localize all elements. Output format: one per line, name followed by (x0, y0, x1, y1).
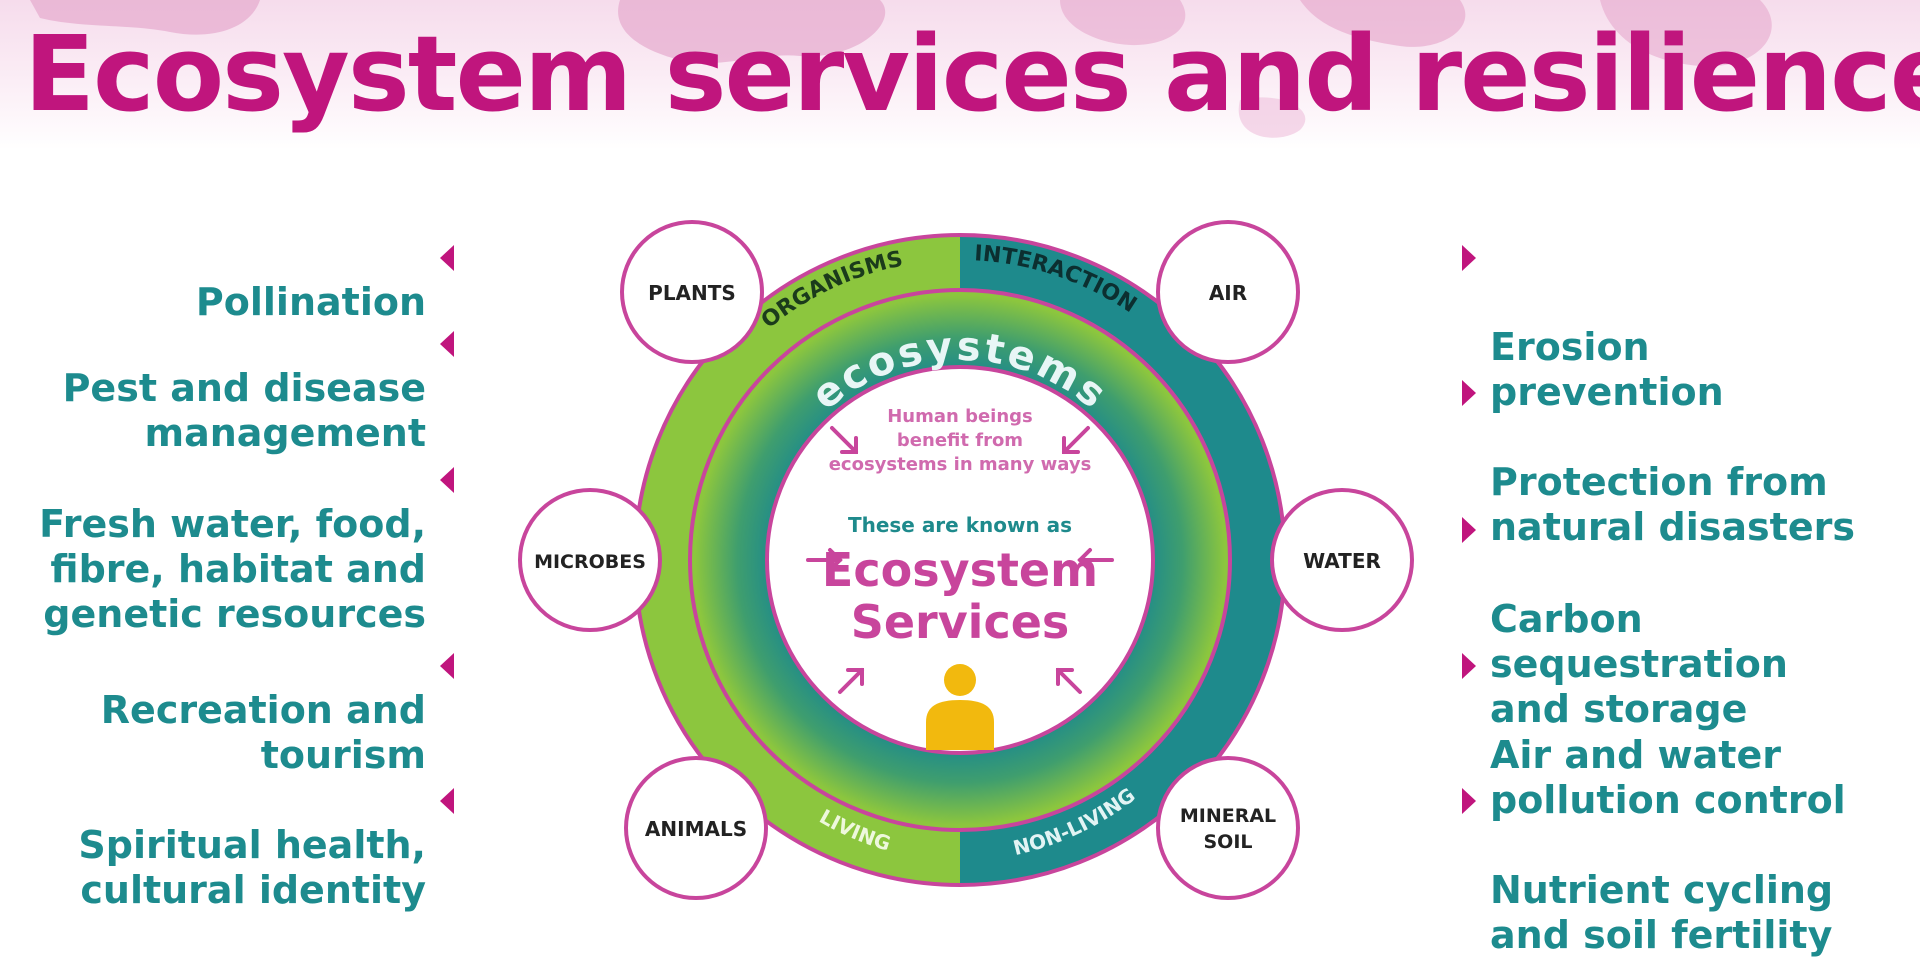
service-item: Erosion prevention (1462, 235, 1724, 415)
node-animals: ANIMALS (624, 756, 768, 900)
map-landmass (1300, 0, 1466, 47)
service-label: Nutrient cycling and soil fertility (1490, 868, 1834, 957)
node-mineral-soil: MINERAL SOIL (1156, 756, 1300, 900)
service-label: Carbon sequestration and storage (1490, 597, 1788, 731)
center-circle (765, 365, 1155, 755)
map-landmass (1060, 0, 1186, 46)
node-plants: PLANTS (620, 220, 764, 364)
arrow-inward-icon (1056, 668, 1082, 694)
service-label: Erosion prevention (1490, 325, 1724, 414)
center-title-line-2: Services (851, 595, 1070, 649)
center-title-line-1: Ecosystem (822, 543, 1098, 597)
arrow-left-icon (440, 467, 454, 493)
service-item: Carbon sequestration and storage (1462, 507, 1915, 732)
node-label: ANIMALS (645, 817, 747, 841)
person-icon (926, 664, 994, 750)
node-label: WATER (1303, 549, 1381, 573)
node-label: PLANTS (648, 281, 736, 305)
intro-line-1: Human beings (887, 406, 1033, 427)
intro-line-3: ecosystems in many ways (829, 454, 1092, 475)
service-item: Spiritual health, cultural identity (78, 778, 454, 958)
arrow-right-icon (1462, 245, 1476, 271)
arrow-right-icon (1462, 517, 1476, 543)
service-item: Fresh water, food, fibre, habitat and ge… (39, 457, 454, 682)
service-item: Protection from natural disasters (1462, 370, 1855, 550)
service-item: Pest and disease management (62, 321, 454, 501)
arrow-left-icon (440, 653, 454, 679)
arrow-right-icon (1462, 380, 1476, 406)
arrow-inward-icon (1077, 548, 1114, 572)
arrow-right-icon (1462, 653, 1476, 679)
node-microbes: MICROBES (518, 488, 662, 632)
arrow-left-icon (440, 245, 454, 271)
service-item: Air and water pollution control (1462, 643, 1846, 823)
service-label: Recreation and tourism (100, 688, 426, 777)
node-label: MICROBES (534, 551, 646, 573)
inward-arrows (806, 426, 1114, 694)
arrow-inward-icon (838, 668, 864, 694)
service-label: Spiritual health, cultural identity (78, 823, 426, 912)
service-label: Pollination (195, 280, 426, 324)
known-as-text: These are known as (848, 513, 1072, 537)
map-landmass (1238, 97, 1306, 138)
service-item: Nutrient cycling and soil fertility (1462, 778, 1834, 958)
ecosystem-diagram: ecosystems ORGANISMS INTERACTION LIVING … (518, 220, 1414, 900)
node-air: AIR (1156, 220, 1300, 364)
node-label: AIR (1209, 281, 1247, 305)
world-map-background (30, 0, 1772, 138)
arrow-right-icon (1462, 788, 1476, 814)
page-title: Ecosystem services and resilience (24, 13, 1920, 135)
map-landmass (1600, 0, 1772, 67)
service-label: Pest and disease management (62, 366, 426, 455)
node-label-line-1: MINERAL (1180, 805, 1276, 827)
service-item: Pollination (195, 235, 454, 370)
arrow-inward-icon (1062, 426, 1090, 454)
node-label-line-2: SOIL (1203, 831, 1252, 853)
map-landmass (30, 0, 260, 35)
intro-line-2: benefit from (897, 430, 1023, 451)
arrow-inward-icon (830, 426, 858, 454)
header-banner: Ecosystem services and resilience (0, 0, 1920, 150)
service-label: Air and water pollution control (1490, 733, 1846, 822)
arrow-left-icon (440, 788, 454, 814)
service-item: Recreation and tourism (100, 643, 454, 823)
arrow-inward-icon (806, 548, 843, 572)
map-landmass (618, 0, 886, 64)
service-label: Fresh water, food, fibre, habitat and ge… (39, 502, 426, 636)
arrow-left-icon (440, 331, 454, 357)
node-water: WATER (1270, 488, 1414, 632)
service-label: Protection from natural disasters (1490, 460, 1855, 549)
